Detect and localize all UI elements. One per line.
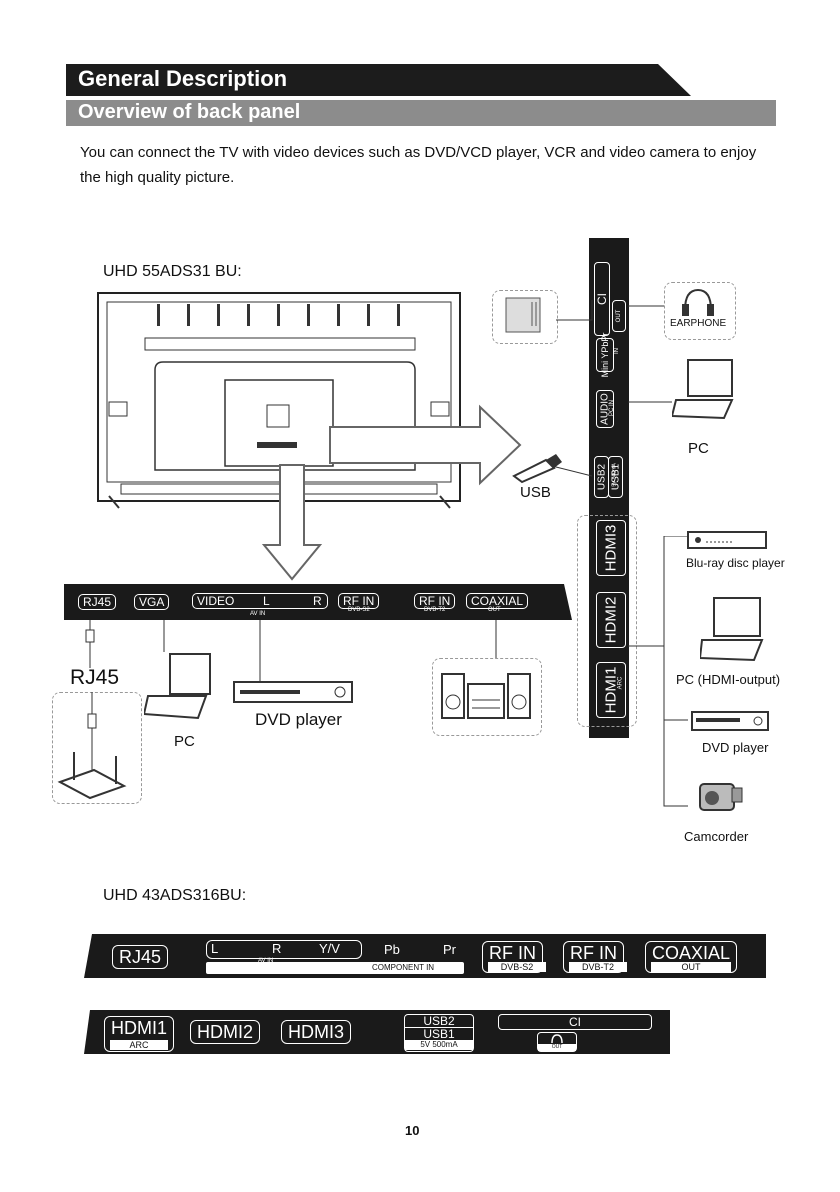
mini-ypbpr-port[interactable]: Mini YPbPr [596, 333, 614, 377]
sd-card-box [492, 290, 558, 344]
m2-coaxial-sub: OUT [651, 962, 731, 972]
usb-power-sub: 5V 500mA [611, 463, 618, 487]
m2-headphones-icon [551, 1034, 563, 1044]
rj45-label: RJ45 [70, 666, 120, 689]
model2-label: UHD 43ADS316BU: [103, 887, 247, 904]
hifi-box [432, 658, 542, 736]
tv-back-illustration [97, 292, 461, 509]
page-number: 10 [405, 1123, 420, 1138]
m2-av-in-port[interactable]: L R Y/V [206, 940, 362, 959]
dvd-player-bottom-icon [233, 620, 353, 703]
headphones-icon [682, 288, 714, 316]
m2-hdmi1-arc-port[interactable]: HDMI1 [104, 1016, 175, 1052]
m2-av-in-sub: AV IN [258, 958, 274, 964]
hdmi3-port[interactable]: HDMI3 [596, 520, 626, 576]
usb-line [552, 465, 592, 477]
pc-line [628, 401, 672, 403]
m2-hdmi1-arc-sub: ARC [110, 1040, 168, 1050]
subsection-title: Overview of back panel [78, 101, 301, 123]
m2-rf-in-t2-sub: DVB-T2 [569, 962, 627, 972]
earphone-port[interactable]: OUT [612, 300, 626, 332]
coaxial-sub: OUT [488, 607, 501, 613]
pc-bottom-label: PC [174, 733, 195, 750]
usb-label: USB [520, 484, 551, 501]
m2-pb-label: Pb [384, 942, 400, 957]
section-title: General Description [78, 66, 288, 91]
m2-rf-in-s2-sub: DVB-S2 [488, 962, 546, 972]
section-title-bar: General Description [66, 64, 691, 96]
audio-pc-in-port[interactable]: AUDIO [596, 390, 614, 428]
sd-card-line [556, 300, 593, 321]
bluray-label: Blu-ray disc player [686, 556, 785, 570]
earphone-box [664, 282, 736, 340]
m2-rj45-port[interactable]: RJ45 [112, 945, 169, 969]
coaxial-line [495, 620, 497, 658]
rj45-port[interactable]: RJ45 [78, 594, 117, 610]
router-icon [57, 692, 127, 800]
bluray-player-icon [687, 531, 767, 549]
ci-slot[interactable]: CI [594, 262, 610, 336]
subsection-title-bar: Overview of back panel [66, 100, 776, 126]
usb1-port[interactable]: USB1 [608, 456, 623, 498]
hifi-system-icon [441, 673, 531, 719]
rf-in-t2-sub: DVB-T2 [424, 607, 446, 613]
m2-rf-in-s2-port[interactable]: RF IN [482, 941, 543, 973]
usb2-port[interactable]: USB2 [594, 456, 609, 498]
camcorder-label: Camcorder [684, 829, 749, 844]
mini-ypbpr-sub: IN [614, 348, 620, 354]
rf-in-s2-port[interactable]: RF IN [338, 593, 380, 609]
pc-hdmi-label: PC (HDMI-output) [676, 672, 781, 687]
m2-earphone-port[interactable]: OUT [537, 1032, 577, 1052]
hdmi-connection-lines [628, 536, 688, 807]
model1-label: UHD 55ADS31 BU: [103, 263, 242, 280]
dvd-player-right-icon [691, 711, 769, 731]
m2-rf-in-t2-port[interactable]: RF IN [563, 941, 624, 973]
earphone-label: EARPHONE [670, 318, 727, 329]
m2-hdmi3-port[interactable]: HDMI3 [281, 1020, 352, 1044]
vga-port[interactable]: VGA [134, 594, 170, 610]
camcorder-icon [699, 783, 743, 811]
audio-sub: PC IN [609, 399, 616, 417]
intro-paragraph: You can connect the TV with video device… [80, 144, 757, 186]
rj45-cable-top [85, 620, 95, 668]
m2-coaxial-port[interactable]: COAXIAL [645, 941, 738, 973]
rf-in-s2-sub: DVB-S2 [348, 607, 370, 613]
dvd-right-label: DVD player [702, 740, 769, 755]
m2-ci-slot[interactable]: CI [498, 1014, 652, 1030]
earphone-line [628, 305, 664, 307]
hdmi2-port[interactable]: HDMI2 [596, 592, 626, 648]
av-in-sub: AV IN [250, 611, 266, 617]
sd-card-icon [505, 297, 541, 333]
coaxial-port[interactable]: COAXIAL [466, 593, 529, 609]
m2-component-bar: COMPONENT IN [206, 962, 464, 974]
connection-arrows [261, 404, 522, 581]
hdmi-group-outline [577, 515, 637, 727]
dvd-bottom-label: DVD player [255, 710, 342, 729]
m2-hdmi2-port[interactable]: HDMI2 [190, 1020, 261, 1044]
usb-stick-icon [512, 454, 562, 484]
pc-label: PC [688, 440, 709, 457]
laptop-pc-hdmi-icon [700, 597, 764, 662]
m2-pr-label: Pr [443, 942, 456, 957]
hdmi1-arc-port[interactable]: HDMI1 [596, 662, 626, 718]
laptop-pc-bottom-icon [144, 620, 211, 720]
rf-in-t2-port[interactable]: RF IN [414, 593, 456, 609]
m2-usb-port[interactable]: USB2 USB1 5V 500mA [404, 1014, 474, 1052]
laptop-pc-icon [672, 359, 734, 420]
av-in-port[interactable]: VIDEO L R [192, 593, 328, 609]
router-box [52, 692, 142, 804]
